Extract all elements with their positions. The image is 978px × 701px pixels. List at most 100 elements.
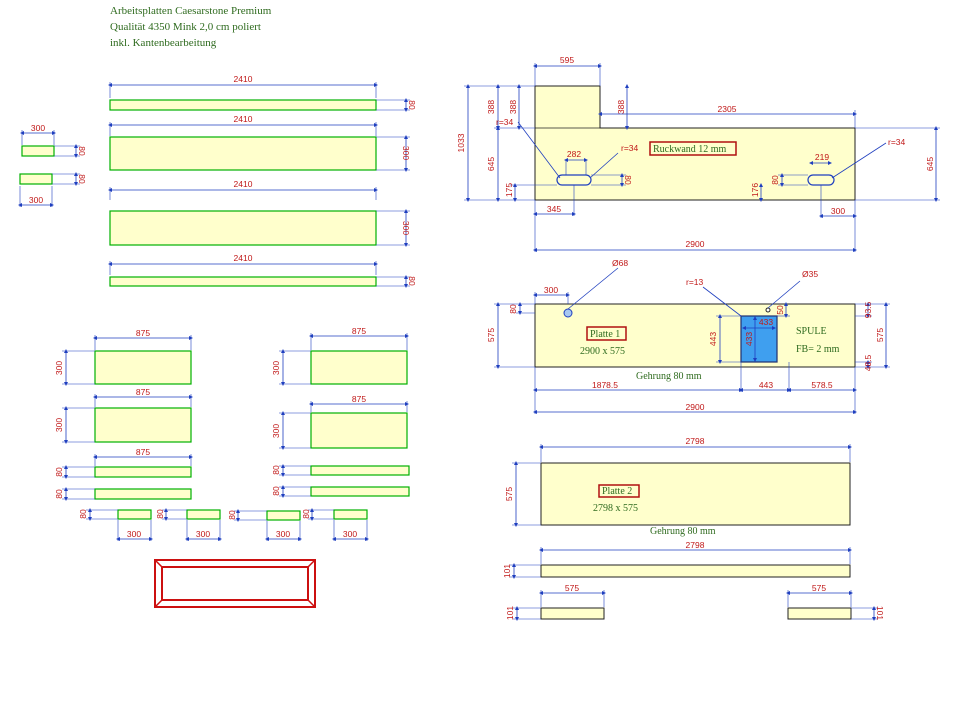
dim-48-5: 48.5 xyxy=(863,354,873,371)
platte1-size: 2900 x 575 xyxy=(580,346,625,357)
radius-mid: r=34 xyxy=(621,143,639,153)
dim-575-piece-b: 575 xyxy=(812,583,826,593)
piece-300-small-b xyxy=(19,173,53,185)
piece-875-d xyxy=(94,488,192,500)
dim-80-p300c: 80 xyxy=(227,510,237,520)
red-frame xyxy=(154,559,316,608)
dim-443-depth: 443 xyxy=(708,332,718,346)
dim-300-p300d: 300 xyxy=(343,529,357,539)
dim-300-p300a: 300 xyxy=(127,529,141,539)
dim-1033: 1033 xyxy=(456,133,466,152)
dim-575-piece-a: 575 xyxy=(565,583,579,593)
piece-875-f xyxy=(310,412,408,449)
strip-2410-c xyxy=(109,210,377,246)
dim-345: 345 xyxy=(547,204,561,214)
dim-300-875e: 300 xyxy=(271,361,281,375)
dim-80-875c: 80 xyxy=(54,467,64,477)
piece-300-a xyxy=(117,509,152,520)
piece-875-g xyxy=(310,465,410,476)
dim-2305: 2305 xyxy=(718,104,737,114)
platte2-miter: Gehrung 80 mm xyxy=(650,526,716,537)
dim-443-bottom: 443 xyxy=(759,380,773,390)
dim-300-b: 300 xyxy=(401,146,411,160)
dim-875-b: 875 xyxy=(136,387,150,397)
dim-300-c: 300 xyxy=(401,221,411,235)
platte2-size: 2798 x 575 xyxy=(593,503,638,514)
dim-575-platte2: 575 xyxy=(504,487,514,501)
dim-575-left: 575 xyxy=(486,328,496,342)
piece-875-h xyxy=(310,486,410,497)
piece-300-small-a xyxy=(21,145,55,157)
dim-388-inner: 388 xyxy=(508,100,518,114)
dim-diameter-68: Ø68 xyxy=(612,258,628,268)
radius-right: r=34 xyxy=(888,137,906,147)
dim-875-f: 875 xyxy=(352,394,366,404)
hole-68 xyxy=(563,308,573,318)
strip-2798: 2798 101 xyxy=(502,540,852,579)
dim-2410-a: 2410 xyxy=(234,74,253,84)
dim-300-875a: 300 xyxy=(54,361,64,375)
dim-80-p300b: 80 xyxy=(155,509,165,519)
dim-433-h: 433 xyxy=(744,332,754,346)
dim-80-slot-right: 80 xyxy=(770,175,780,185)
dim-175: 175 xyxy=(504,183,514,197)
platte1-label: Platte 1 xyxy=(590,329,620,340)
dim-433-w: 433 xyxy=(759,317,773,327)
pieces-875-group: 875 300 875 300 875 80 80 875 300 875 xyxy=(54,326,410,501)
dim-875-e: 875 xyxy=(352,326,366,336)
dim-80-p300a: 80 xyxy=(78,509,88,519)
title-line-1: Arbeitsplatten Caesarstone Premium xyxy=(110,5,272,17)
piece-300-c xyxy=(266,510,301,521)
piece-875-e xyxy=(310,350,408,385)
dim-80-small-b: 80 xyxy=(77,174,87,184)
piece-875-b xyxy=(94,407,192,443)
slot-left xyxy=(556,174,592,186)
dim-300-backwall: 300 xyxy=(831,206,845,216)
dim-300-small-b: 300 xyxy=(29,195,43,205)
dim-80-slot-left: 80 xyxy=(623,175,633,185)
dim-80-small-a: 80 xyxy=(77,146,87,156)
dim-300-875f: 300 xyxy=(271,424,281,438)
dim-219: 219 xyxy=(815,152,829,162)
dim-578-5: 578.5 xyxy=(811,380,833,390)
platte1-panel xyxy=(534,303,856,368)
backwall-label: Ruckwand 12 mm xyxy=(653,144,727,155)
dim-93-5: 93.5 xyxy=(863,301,873,318)
dim-50: 50 xyxy=(775,305,785,315)
dim-300-small-a: 300 xyxy=(31,123,45,133)
dim-101-strip: 101 xyxy=(502,564,512,578)
piece-575-b xyxy=(787,607,852,620)
strip-2410-a xyxy=(109,99,377,111)
title-line-3: inkl. Kantenbearbeitung xyxy=(110,37,217,49)
dim-388-outer: 388 xyxy=(486,100,496,114)
dim-2410-d: 2410 xyxy=(234,253,253,263)
dim-diameter-35: Ø35 xyxy=(802,269,818,279)
pieces-575: 575 101 575 101 xyxy=(505,583,885,621)
strip-2798-panel xyxy=(540,564,851,578)
dim-80-p300d: 80 xyxy=(301,509,311,519)
dim-2900-backwall: 2900 xyxy=(686,239,705,249)
dim-388-right: 388 xyxy=(616,100,626,114)
dim-80-d: 80 xyxy=(407,276,417,286)
dim-645-left: 645 xyxy=(486,157,496,171)
dim-300-p300b: 300 xyxy=(196,529,210,539)
dim-2410-b: 2410 xyxy=(234,114,253,124)
dim-875-a: 875 xyxy=(136,328,150,338)
pieces-300-row: 80 300 80 300 80 300 80 300 xyxy=(78,508,369,541)
piece-300-b xyxy=(186,509,221,520)
dim-2900-platte1: 2900 xyxy=(686,402,705,412)
dim-2798-strip: 2798 xyxy=(686,540,705,550)
platte2-panel xyxy=(540,462,851,526)
radius-left: r=34 xyxy=(496,117,514,127)
platte1-label-box xyxy=(586,326,627,341)
piece-875-c xyxy=(94,466,192,478)
dim-101-piece-b: 101 xyxy=(875,606,885,620)
platte1-miter: Gehrung 80 mm xyxy=(636,371,702,382)
dim-80-hole: 80 xyxy=(508,304,518,314)
dim-1878-5: 1878.5 xyxy=(592,380,618,390)
dim-300-p300c: 300 xyxy=(276,529,290,539)
dim-875-c: 875 xyxy=(136,447,150,457)
platte2-label-box xyxy=(598,484,640,498)
dim-80-875d: 80 xyxy=(54,489,64,499)
